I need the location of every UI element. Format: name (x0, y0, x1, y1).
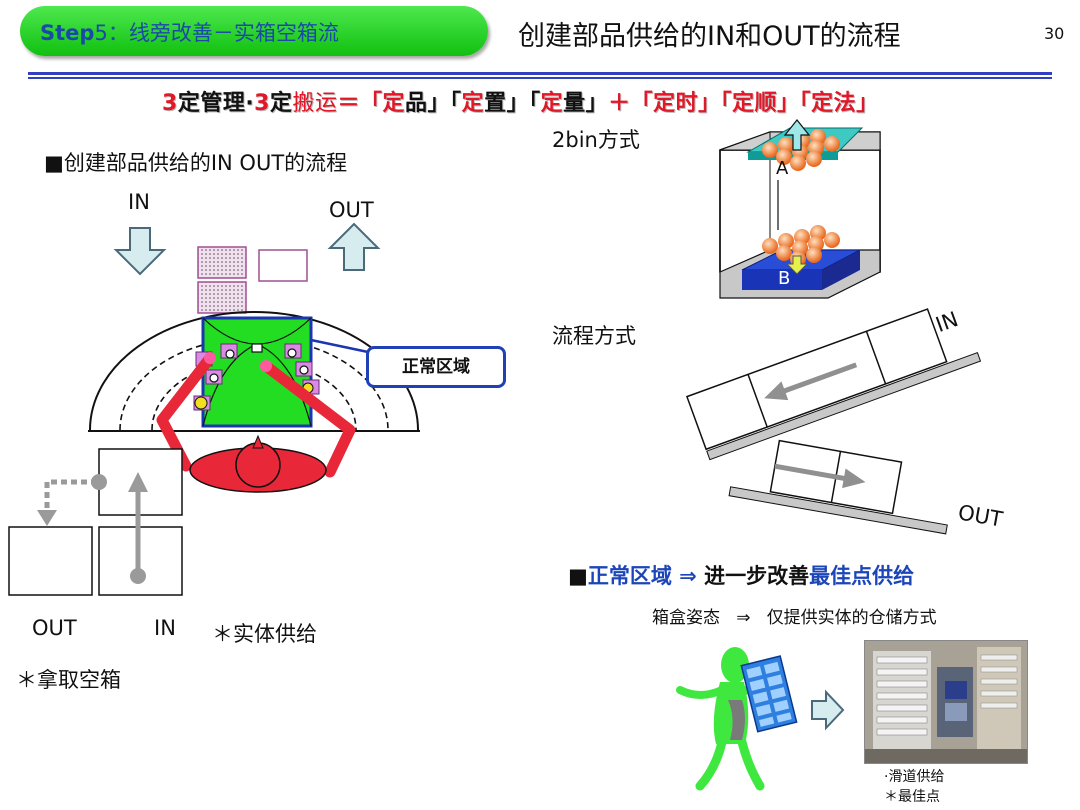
photo-caption-2: ＊最佳点 (884, 789, 940, 805)
header-divider (28, 72, 1052, 75)
in-arrow-icon (113, 227, 167, 276)
chute-supply-photo (864, 640, 1028, 764)
right-arm (260, 360, 356, 478)
header-divider-2 (28, 77, 1052, 79)
up-arrow-icon (783, 119, 811, 151)
note-take-empty: ＊拿取空箱 (16, 668, 121, 692)
tray-icon (740, 655, 798, 733)
flow-rack-upper (685, 308, 982, 461)
bin-a-label: A (776, 158, 789, 179)
twobin-label: 2bin方式 (552, 128, 640, 152)
note-supply: ＊实体供给 (212, 622, 317, 646)
empty-box (258, 249, 308, 282)
bottom-in-label: IN (154, 616, 176, 640)
page-number: 30 (1044, 24, 1065, 43)
out-arrow-icon (327, 222, 381, 271)
parts-balls-b (762, 225, 840, 267)
flow-label: 流程方式 (552, 324, 636, 348)
parts-box (197, 246, 247, 279)
photo-caption-1: ·滑道供给 (884, 769, 945, 785)
out-label: OUT (329, 198, 374, 222)
flow-rack-lower (728, 439, 948, 535)
formula-line: 3定管理·3定搬运＝「定品」「定置」「定量」＋「定时」「定顺」「定法」 (162, 91, 879, 116)
best-point-heading: ■正常区域 ⇒ 进一步改善最佳点供给 (568, 564, 915, 588)
operator-icon (189, 434, 327, 493)
empty-shelf (8, 526, 93, 596)
left-heading: ■创建部品供给的IN OUT的流程 (44, 151, 348, 175)
bottom-out-label: OUT (32, 616, 77, 640)
down-arrow-icon (785, 255, 809, 275)
right-arrow-icon (811, 689, 845, 731)
step-label: Step5：线旁改善－实箱空箱流 (40, 21, 339, 45)
best-point-subline: 箱盒姿态 ⇒ 仅提供实体的仓储方式 (652, 608, 937, 628)
in-label: IN (128, 190, 150, 214)
bin-b-label: B (778, 268, 791, 289)
normal-area-callout: 正常区域 (366, 346, 506, 388)
page-title: 创建部品供给的IN和OUT的流程 (518, 21, 901, 52)
step-banner (20, 6, 488, 56)
dashed-arc-inner (151, 359, 357, 431)
parts-box (197, 281, 247, 314)
